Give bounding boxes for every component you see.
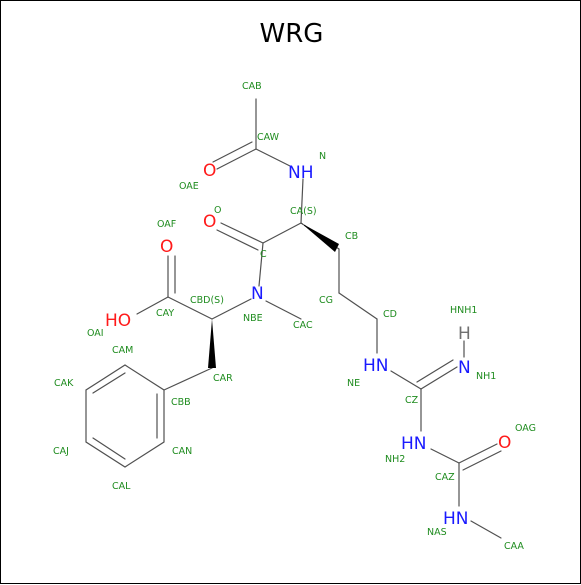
bond-n-cbd <box>211 298 252 320</box>
atom-o-oag: O <box>498 433 511 453</box>
label-caj: CAJ <box>53 446 69 457</box>
bond-cz-nh1-double <box>416 359 454 383</box>
benzene-inner-1 <box>92 372 126 394</box>
bond-n-ca <box>300 178 304 224</box>
label-oae: OAE <box>179 181 199 192</box>
label-cbd: CBD(S) <box>190 295 224 306</box>
label-n: N <box>319 151 326 162</box>
benzene-ring <box>85 364 165 468</box>
molecule-title: WRG <box>259 19 324 49</box>
atom-o-carbonyl: O <box>203 212 216 232</box>
label-cab: CAB <box>242 81 262 92</box>
label-cal: CAL <box>112 481 131 492</box>
label-car: CAR <box>213 373 233 384</box>
bond-ne-cz <box>390 370 422 390</box>
bond-c-o-double <box>216 229 259 251</box>
bond-caz-o-double <box>462 450 502 471</box>
bond-caz-o <box>458 443 498 464</box>
label-can: CAN <box>172 446 192 457</box>
bond-cg-cd <box>338 292 378 320</box>
label-nbe: NBE <box>243 313 263 324</box>
atom-n-nh1: N <box>458 358 471 378</box>
label-cd: CD <box>383 309 397 320</box>
label-cac: CAC <box>293 320 313 331</box>
label-oai: OAI <box>87 328 104 339</box>
bond-cbd-cay <box>167 296 213 320</box>
label-nas: NAS <box>427 527 447 538</box>
atom-n-nh2: HN <box>401 434 427 454</box>
label-nh2: NH2 <box>385 454 405 465</box>
atom-n-ne: HN <box>363 356 389 376</box>
bond-cz-nh1 <box>420 366 458 390</box>
label-oaf: OAF <box>157 219 176 230</box>
bond-ca-c <box>262 222 302 244</box>
bond-nas-caa <box>470 520 502 539</box>
label-cb: CB <box>345 231 358 242</box>
label-cay: CAY <box>156 308 174 319</box>
label-ca: CA(S) <box>290 206 317 217</box>
atom-ho-acid: HO <box>105 311 131 331</box>
benzene-inner-2 <box>92 437 126 460</box>
wedge-cbd-car <box>208 319 216 368</box>
label-cbb: CBB <box>171 397 191 408</box>
bond-caw-o-double <box>212 141 253 163</box>
bond-caw-o <box>216 148 257 170</box>
bond-cbb-car <box>163 367 213 391</box>
atom-n-nbe: N <box>251 284 264 304</box>
bond-cay-ho <box>136 296 169 315</box>
label-caw: CAW <box>257 132 280 143</box>
atom-o-caw: O <box>203 161 216 181</box>
label-ne: NE <box>347 378 360 389</box>
bond-n-cac <box>265 300 302 320</box>
label-cam: CAM <box>112 345 133 356</box>
atom-o-acid: O <box>160 237 173 257</box>
label-c: C <box>260 249 267 260</box>
label-oag: OAG <box>515 423 536 434</box>
label-nh1: NH1 <box>476 371 496 382</box>
bond-c-n <box>258 242 264 287</box>
bond-caw-n <box>255 148 291 167</box>
label-hnh1: HNH1 <box>450 305 477 316</box>
label-caz: CAZ <box>435 472 455 483</box>
label-cz: CZ <box>405 395 419 406</box>
wedge-ca-cb <box>301 223 339 252</box>
label-caa: CAA <box>504 541 524 552</box>
label-o: O <box>214 205 221 216</box>
atom-n-nas: HN <box>443 509 469 529</box>
atom-h-nh1: H <box>458 324 471 344</box>
label-cak: CAK <box>54 378 74 389</box>
bond-nh2-caz <box>430 448 460 464</box>
label-cg: CG <box>319 295 333 306</box>
atom-n-top: NH <box>288 163 314 183</box>
bond-c-o <box>220 222 264 244</box>
